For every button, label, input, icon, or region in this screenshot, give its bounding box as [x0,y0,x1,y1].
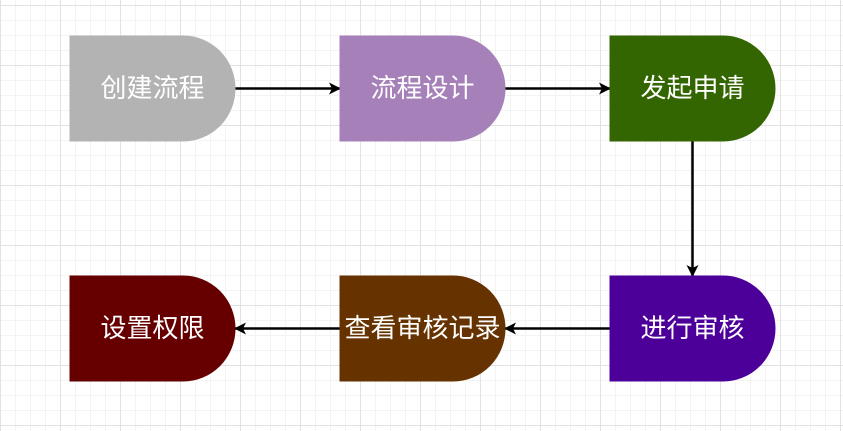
node-view-review-records[interactable] [339,275,506,382]
node-submit-request[interactable] [609,35,776,142]
node-flow-design[interactable] [339,35,506,142]
node-review[interactable] [609,275,776,382]
node-create-flow[interactable] [69,35,236,142]
node-set-permissions[interactable] [69,275,236,382]
